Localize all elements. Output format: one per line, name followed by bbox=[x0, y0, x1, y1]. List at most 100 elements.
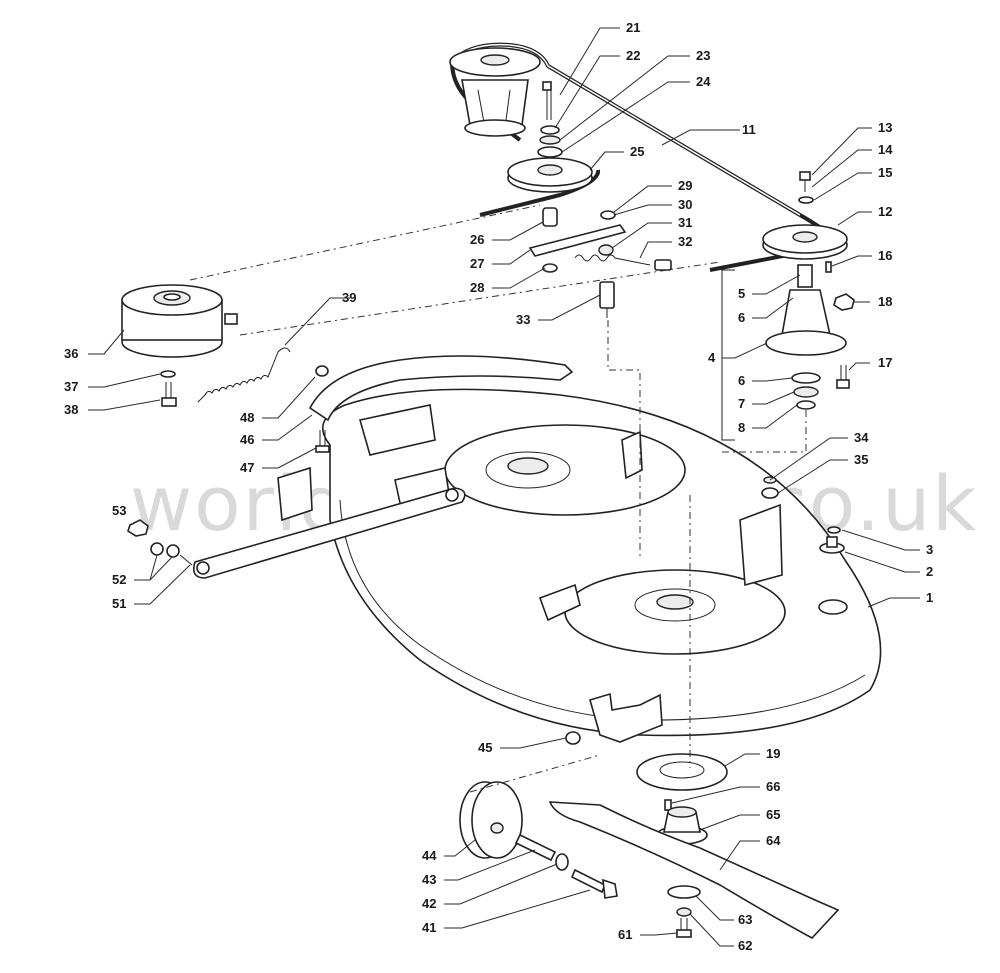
callout-22: 22 bbox=[626, 48, 640, 63]
washer-37 bbox=[160, 370, 176, 378]
link-rod-eye-2 bbox=[445, 488, 459, 502]
callout-34: 34 bbox=[854, 430, 869, 445]
callout-30: 30 bbox=[678, 197, 692, 212]
washer-52b bbox=[166, 544, 180, 558]
callout-2: 2 bbox=[926, 564, 933, 579]
side-bracket bbox=[277, 466, 313, 522]
callout-6b: 6 bbox=[738, 373, 745, 388]
callout-11: 11 bbox=[742, 122, 756, 137]
callout-17: 17 bbox=[878, 355, 892, 370]
callout-44: 44 bbox=[422, 848, 437, 863]
alignment-lines bbox=[189, 204, 807, 793]
nut-45 bbox=[565, 731, 581, 745]
lift-arm-46 bbox=[308, 355, 574, 422]
callout-63: 63 bbox=[738, 912, 752, 927]
callout-15: 15 bbox=[878, 165, 892, 180]
callout-61: 61 bbox=[618, 927, 632, 942]
callout-37: 37 bbox=[64, 379, 78, 394]
callout-64: 64 bbox=[766, 833, 781, 848]
electric-clutch-36 bbox=[121, 284, 238, 358]
callout-51: 51 bbox=[112, 596, 126, 611]
callout-35: 35 bbox=[854, 452, 868, 467]
callout-45: 45 bbox=[478, 740, 492, 755]
callout-labels: 21 22 23 24 25 11 13 14 15 12 16 18 17 5… bbox=[64, 20, 933, 953]
callout-42: 42 bbox=[422, 896, 436, 911]
washer-23 bbox=[539, 135, 561, 145]
callout-66: 66 bbox=[766, 779, 780, 794]
callout-33: 33 bbox=[516, 312, 530, 327]
leader-lines bbox=[88, 27, 920, 947]
callout-65: 65 bbox=[766, 807, 780, 822]
callout-23: 23 bbox=[696, 48, 710, 63]
nut-53 bbox=[127, 519, 149, 537]
callout-3: 3 bbox=[926, 542, 933, 557]
right-spindle-housing bbox=[765, 264, 847, 410]
tensioner-assembly bbox=[528, 207, 672, 318]
bolt-17 bbox=[836, 365, 850, 389]
support-plate-19 bbox=[636, 753, 728, 791]
washer-52a bbox=[150, 542, 164, 556]
callout-21: 21 bbox=[626, 20, 640, 35]
front-hinge-bracket bbox=[589, 692, 663, 743]
callout-13: 13 bbox=[878, 120, 892, 135]
key-66 bbox=[664, 799, 672, 811]
callout-25: 25 bbox=[630, 144, 644, 159]
nut-48 bbox=[315, 365, 329, 377]
callout-39: 39 bbox=[342, 290, 356, 305]
nut-35 bbox=[761, 487, 779, 499]
link-rod-51 bbox=[192, 487, 466, 579]
spring-39 bbox=[197, 347, 291, 403]
bolt-38 bbox=[161, 382, 177, 407]
bolt-61 bbox=[676, 918, 692, 938]
callout-52: 52 bbox=[112, 572, 126, 587]
callout-32: 32 bbox=[678, 234, 692, 249]
washer-63 bbox=[667, 885, 701, 899]
callout-29: 29 bbox=[678, 178, 692, 193]
upper-spindle-pulley bbox=[449, 47, 541, 137]
bracket-4 bbox=[721, 269, 735, 441]
callout-46: 46 bbox=[240, 432, 254, 447]
callout-5: 5 bbox=[738, 286, 745, 301]
callout-24: 24 bbox=[696, 74, 711, 89]
bolt-51-end bbox=[179, 554, 193, 566]
pin-2 bbox=[819, 536, 845, 554]
callout-31: 31 bbox=[678, 215, 692, 230]
right-pulley-12 bbox=[762, 224, 848, 260]
link-rod-eye bbox=[196, 561, 210, 575]
callout-38: 38 bbox=[64, 402, 78, 417]
washer-62 bbox=[676, 907, 692, 917]
callout-27: 27 bbox=[470, 256, 484, 271]
nut-18 bbox=[833, 293, 855, 311]
callout-41: 41 bbox=[422, 920, 436, 935]
callout-19: 19 bbox=[766, 746, 780, 761]
blade-64 bbox=[548, 801, 840, 940]
callout-47: 47 bbox=[240, 460, 254, 475]
callout-18: 18 bbox=[878, 294, 892, 309]
mower-deck-1 bbox=[321, 388, 882, 737]
callout-26: 26 bbox=[470, 232, 484, 247]
bolt-41 bbox=[570, 868, 618, 899]
bolt-21 bbox=[542, 81, 552, 120]
lower-idler-pulley bbox=[507, 157, 593, 193]
callout-53: 53 bbox=[112, 503, 126, 518]
callout-7: 7 bbox=[738, 396, 745, 411]
bolt-13 bbox=[799, 171, 811, 192]
callout-43: 43 bbox=[422, 872, 436, 887]
callout-1: 1 bbox=[926, 590, 933, 605]
callout-28: 28 bbox=[470, 280, 484, 295]
callout-12: 12 bbox=[878, 204, 892, 219]
bolt-47 bbox=[315, 430, 330, 453]
callout-6a: 6 bbox=[738, 310, 745, 325]
key-16 bbox=[825, 261, 832, 273]
callout-8: 8 bbox=[738, 420, 745, 435]
clip-3 bbox=[827, 526, 841, 534]
spacer-43 bbox=[514, 833, 557, 862]
washer-15 bbox=[798, 196, 814, 204]
callout-36: 36 bbox=[64, 346, 78, 361]
wheel-44 bbox=[459, 781, 523, 859]
callout-14: 14 bbox=[878, 142, 893, 157]
washer-22 bbox=[540, 125, 560, 135]
callout-4: 4 bbox=[708, 350, 716, 365]
callout-16: 16 bbox=[878, 248, 892, 263]
